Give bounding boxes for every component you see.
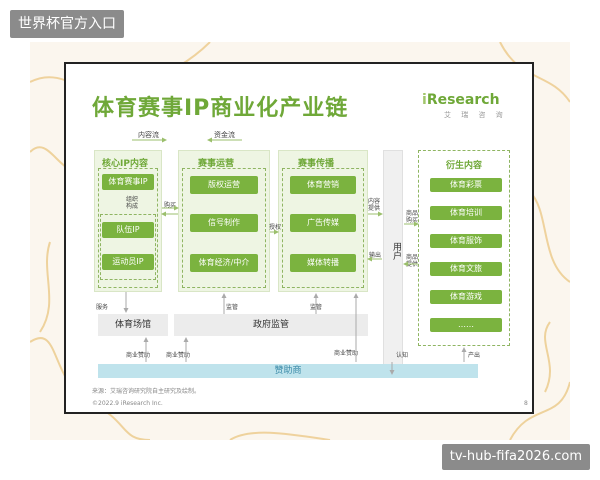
footer-page-number: 8	[524, 400, 528, 407]
site-title-badge: 世界杯官方入口	[10, 10, 124, 38]
sponsor-bar: 赞助商	[98, 364, 478, 378]
operation-item-signal: 信号制作	[190, 214, 258, 232]
derivative-item-games: 体育游戏	[430, 290, 502, 304]
edge-label-output-bottom: 产出	[468, 352, 481, 359]
infographic-slide: 体育赛事IP商业化产业链 iResearch 艾 瑞 咨 询 内容流 资金流 核…	[64, 62, 534, 414]
edge-label-purchase: 商品 购买	[406, 210, 419, 224]
core-ip-item-sports-event: 体育赛事IP	[102, 174, 154, 190]
slide-title: 体育赛事IP商业化产业链	[92, 96, 349, 121]
core-ip-item-athlete: 运动员IP	[102, 254, 154, 270]
broadcast-dashed-border	[282, 168, 364, 288]
operation-item-agent: 体育经济/中介	[190, 254, 258, 272]
operation-title: 赛事运营	[198, 159, 235, 169]
edge-label-commodity-provide: 商品 提供	[406, 254, 419, 268]
edge-label-business-sponsor-2: 商业赞助	[166, 352, 191, 359]
edge-label-acknowledge: 认知	[396, 352, 409, 359]
footer-copyright: ©2022.9 iResearch Inc.	[92, 400, 163, 407]
edge-label-business-sponsor-1: 商业赞助	[126, 352, 151, 359]
edge-label-service: 服务	[96, 304, 109, 311]
users-label: 用户	[391, 242, 401, 260]
edge-label-supervise-1: 监管	[226, 304, 239, 311]
broadcast-item-marketing: 体育营销	[290, 176, 356, 194]
footer-source: 来源：艾瑞咨询研究院自主研究及绘制。	[92, 388, 201, 395]
edge-label-license: 授权	[269, 224, 282, 231]
core-ip-title: 核心IP内容	[102, 159, 148, 169]
core-ip-item-team: 队伍IP	[102, 222, 154, 238]
derivative-item-more: ……	[430, 318, 502, 332]
capital-flow-label: 资金流	[214, 131, 235, 139]
iresearch-logo: iResearch 艾 瑞 咨 询	[422, 92, 512, 130]
edge-label-buy: 购买	[164, 202, 177, 209]
broadcast-title: 赛事传播	[298, 159, 335, 169]
brand-subtitle: 艾 瑞 咨 询	[444, 111, 507, 119]
core-ip-relation-label: 组织 构成	[126, 196, 139, 210]
derivative-item-apparel: 体育服饰	[430, 234, 502, 248]
broadcast-item-advertising: 广告传媒	[290, 214, 356, 232]
derivative-item-lottery: 体育彩票	[430, 178, 502, 192]
brand-logo-text: iResearch	[422, 92, 500, 108]
core-ip-dashed-border	[98, 168, 158, 288]
brand-logo-main: Research	[426, 92, 500, 108]
derivative-item-tourism: 体育文旅	[430, 262, 502, 276]
source-watermark: tv-hub-fifa2026.com	[441, 444, 590, 470]
government-box: 政府监管	[174, 314, 368, 336]
operation-dashed-border	[182, 168, 266, 288]
core-ip-sub-dashed	[100, 214, 156, 280]
edge-label-supervise-2: 监管	[310, 304, 323, 311]
users-column	[383, 150, 403, 372]
derivative-title: 衍生内容	[446, 161, 483, 171]
content-flow-label: 内容流	[138, 131, 159, 139]
venue-box: 体育场馆	[98, 314, 168, 336]
brand-logo-i: i	[422, 92, 427, 108]
edge-label-content-provide: 内容 提供	[368, 198, 381, 212]
edge-label-business-sponsor-3: 商业赞助	[334, 350, 359, 357]
edge-label-output: 输出	[369, 252, 382, 259]
broadcast-item-rebroadcast: 媒体转播	[290, 254, 356, 272]
derivative-dashed-border	[418, 150, 510, 346]
derivative-item-training: 体育培训	[430, 206, 502, 220]
operation-item-copyright: 版权运营	[190, 176, 258, 194]
